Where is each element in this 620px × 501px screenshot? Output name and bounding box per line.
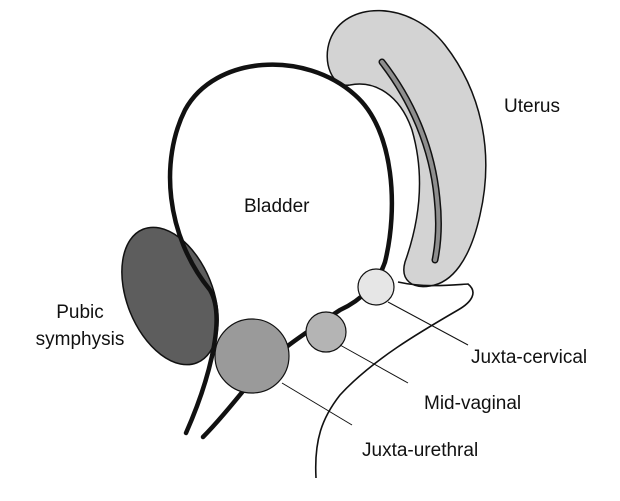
pubic-symphysis-label-line1: Pubic [56,302,104,323]
juxta-cervical-circle [358,269,394,305]
bladder-label: Bladder [244,196,310,217]
pubic-symphysis-label-line2: symphysis [36,329,125,350]
bladder-outer-wall [170,65,392,437]
juxta-urethral-circle [215,319,289,393]
uterus-shape [327,11,486,287]
juxta-urethral-label: Juxta-urethral [362,440,478,461]
mid-vaginal-leader [340,345,408,383]
mid-vaginal-circle [306,312,346,352]
juxta-cervical-leader [388,302,468,345]
juxta-cervical-label: Juxta-cervical [471,347,587,368]
mid-vaginal-label: Mid-vaginal [424,393,521,414]
juxta-urethral-leader [282,383,352,425]
uterus-label: Uterus [504,96,560,117]
